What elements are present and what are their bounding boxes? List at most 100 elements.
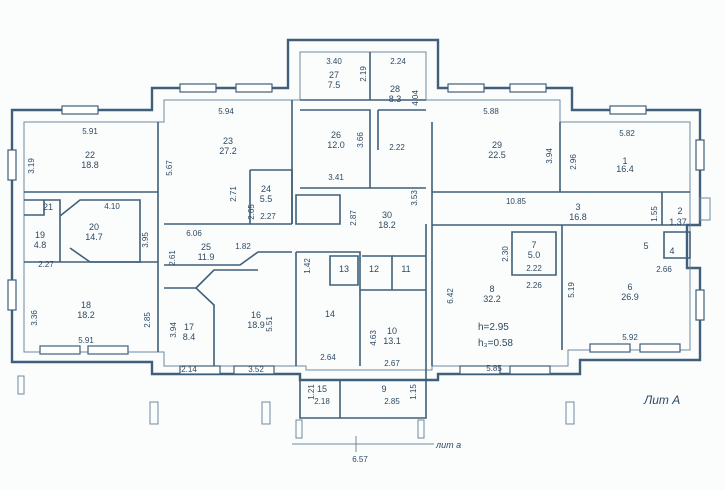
room-24-area: 5.5	[260, 194, 273, 204]
room-15-num: 15	[317, 384, 327, 394]
dim: 5.94	[218, 107, 234, 116]
dim: 5.91	[82, 127, 98, 136]
room-29-num: 29	[492, 140, 502, 150]
dimension-labels: 3.40 2.19 2.24 4.04 5.94 3.66 2.22 5.88 …	[27, 57, 672, 464]
dim: 5.85	[486, 364, 502, 373]
dim: 2.30	[501, 246, 510, 262]
room-24-num: 24	[261, 184, 271, 194]
dim: 2.85	[143, 312, 152, 328]
room-7-num: 7	[531, 240, 536, 250]
dim: 2.96	[569, 154, 578, 170]
room-27-area: 7.5	[328, 80, 341, 90]
dim: 4.04	[411, 90, 420, 106]
dim: 5.19	[567, 282, 576, 298]
height-note-2: h₃=0.58	[478, 338, 513, 349]
room-19-area: 4.8	[34, 240, 47, 250]
room-16-area: 18.9	[247, 320, 265, 330]
room-26-area: 12.0	[327, 140, 345, 150]
room-27-num: 27	[329, 70, 339, 80]
dim: 2.27	[38, 260, 54, 269]
dim: 1.42	[303, 258, 312, 274]
dim: 1.55	[650, 206, 659, 222]
room-28-num: 28	[390, 84, 400, 94]
dim: 3.41	[328, 173, 344, 182]
room-1-area: 16.4	[616, 164, 634, 174]
room-22-num: 22	[85, 150, 95, 160]
interior-walls	[24, 52, 691, 419]
room-3-num: 3	[575, 202, 580, 212]
dim: 2.22	[389, 143, 405, 152]
dim: 1.82	[235, 242, 251, 251]
room-23-num: 23	[223, 136, 233, 146]
dim: 5.88	[483, 107, 499, 116]
dim: 2.22	[526, 264, 542, 273]
room-21-num: 21	[43, 202, 53, 212]
room-19-num: 19	[35, 230, 45, 240]
room-12-num: 12	[369, 264, 379, 274]
dim: 2.87	[349, 210, 358, 226]
dim: 2.14	[181, 365, 197, 374]
dim: 4.63	[369, 330, 378, 346]
dim: 6.57	[352, 455, 368, 464]
room-6-area: 26.9	[621, 292, 639, 302]
dim: 3.94	[545, 148, 554, 164]
dim: 3.36	[30, 310, 39, 326]
dim: 3.19	[27, 158, 36, 174]
dim: 3.94	[169, 322, 178, 338]
room-25-area: 11.9	[198, 252, 215, 262]
plan-title: Лит А	[643, 393, 680, 407]
room-2-area: 1.37	[669, 217, 687, 227]
dim: 6.42	[446, 288, 455, 304]
dim: 2.19	[359, 66, 368, 82]
room-4-num: 4	[669, 246, 674, 256]
room-30-area: 18.2	[378, 220, 396, 230]
dim: 2.61	[168, 250, 177, 266]
room-22-area: 18.8	[81, 160, 99, 170]
room-18-area: 18.2	[77, 310, 95, 320]
dim: 2.65	[247, 204, 256, 220]
room-29-area: 22.5	[488, 150, 506, 160]
dim: 2.26	[526, 281, 542, 290]
dim: 2.85	[384, 397, 400, 406]
room-18-num: 18	[81, 300, 91, 310]
dim: 5.51	[265, 316, 274, 332]
room-30-num: 30	[382, 210, 392, 220]
dim: 3.95	[141, 232, 150, 248]
porch-label: лит а	[435, 440, 461, 450]
dim: 6.06	[186, 229, 202, 238]
dim: 4.10	[104, 202, 120, 211]
dim: 2.27	[260, 212, 276, 221]
dim: 5.67	[165, 160, 174, 176]
room-1-num: 1	[622, 156, 627, 166]
dim: 1.21	[307, 384, 316, 400]
dim: 3.53	[410, 190, 419, 206]
dim: 2.67	[384, 359, 400, 368]
dim: 2.66	[656, 265, 672, 274]
room-28-area: 8.3	[389, 94, 402, 104]
height-note: h=2.95	[478, 322, 509, 333]
room-8-num: 8	[489, 284, 494, 294]
room-8-area: 32.2	[483, 294, 501, 304]
room-6-num: 6	[627, 282, 632, 292]
windows	[7, 83, 705, 375]
room-11-num: 11	[401, 264, 410, 274]
room-10-area: 13.1	[383, 336, 401, 346]
dim: 3.40	[326, 57, 342, 66]
dim: 2.64	[320, 353, 336, 362]
room-10-num: 10	[387, 326, 397, 336]
dim: 5.82	[619, 129, 635, 138]
room-9-num: 9	[381, 384, 386, 394]
dim: 10.85	[506, 197, 527, 206]
room-25-num: 25	[201, 242, 211, 252]
room-14-num: 14	[325, 309, 335, 319]
dim: 3.52	[248, 365, 264, 374]
dim: 3.66	[356, 132, 365, 148]
room-2-num: 2	[677, 206, 682, 216]
room-20-num: 20	[89, 222, 99, 232]
room-16-num: 16	[251, 310, 261, 320]
room-23-area: 27.2	[219, 146, 237, 156]
dim: 5.92	[622, 333, 638, 342]
exterior-stubs	[17, 197, 711, 452]
room-17-num: 17	[184, 322, 194, 332]
room-13-num: 13	[339, 264, 349, 274]
